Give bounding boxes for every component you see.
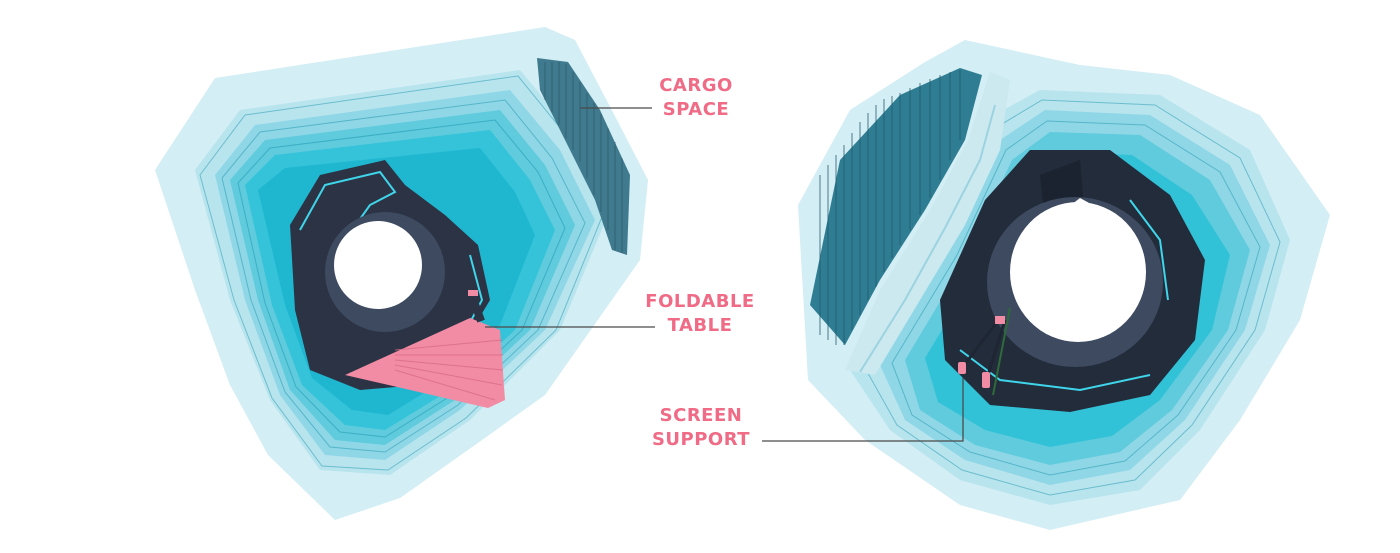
screen-support-leader-line bbox=[762, 378, 964, 442]
screen-support-shape bbox=[958, 307, 1011, 396]
foldable-table-label: FOLDABLE TABLE bbox=[645, 291, 755, 336]
right-pod-opening bbox=[1010, 202, 1146, 342]
left-pod-illustration bbox=[155, 27, 648, 520]
screen-support-label: SCREEN SUPPORT bbox=[651, 405, 751, 450]
cargo-space-label: CARGO SPACE bbox=[659, 75, 733, 120]
left-cargo-space-panel bbox=[537, 58, 630, 255]
left-pod-opening bbox=[334, 221, 422, 309]
right-cargo-space-panel bbox=[810, 68, 982, 345]
foldable-table-shape bbox=[345, 290, 505, 408]
right-pod-illustration bbox=[798, 40, 1330, 530]
